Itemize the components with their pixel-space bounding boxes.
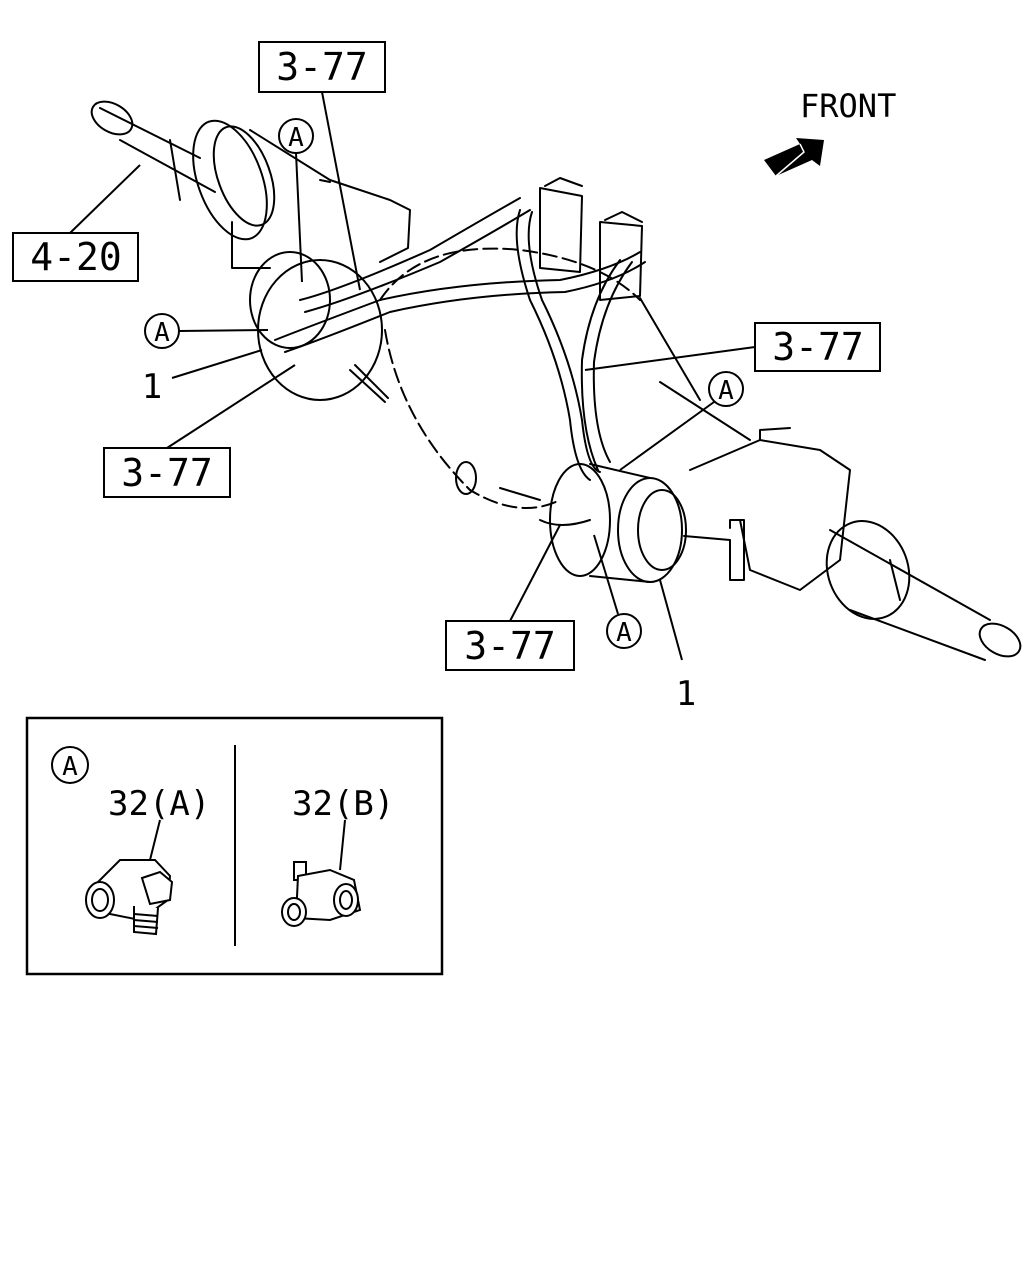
axle-housing-drawing (90, 100, 1022, 661)
ref-label-right: 3-77 (772, 325, 864, 369)
svg-text:A: A (616, 618, 632, 648)
tee-fitting-32b-icon (281, 861, 362, 927)
svg-text:A: A (62, 752, 78, 782)
callout-a-right: A (619, 371, 744, 471)
callout-a-left: A (144, 313, 269, 349)
part-number-left: 1 (142, 367, 162, 407)
ref-label-top: 3-77 (276, 45, 368, 89)
leader-32b (339, 819, 346, 871)
ref-box-bottom (445, 620, 575, 671)
ref-label-left-axle: 4-20 (30, 235, 122, 279)
leader-part-1-left (171, 349, 263, 379)
ref-box-left-axle (12, 232, 139, 282)
svg-text:A: A (154, 318, 170, 348)
ref-label-bottom: 3-77 (464, 624, 556, 668)
callout-a-top: A (278, 118, 314, 283)
inset-marker-a: A (51, 746, 89, 784)
vent-hose-lines (274, 197, 646, 526)
leader-left-lower-ref (166, 364, 296, 449)
elbow-fitting-32a-icon (85, 859, 174, 936)
leader-part-1-right (659, 579, 683, 661)
part-label-32a: 32(A) (108, 784, 210, 824)
front-arrow-icon (764, 138, 824, 177)
leader-top-ref (321, 91, 361, 291)
leader-bottom-ref (509, 524, 561, 622)
ref-box-left-lower (103, 447, 231, 498)
svg-text:A: A (288, 123, 304, 153)
svg-text:A: A (718, 376, 734, 406)
part-number-right: 1 (676, 674, 696, 714)
callout-a-bottom: A (593, 534, 642, 649)
leader-left-axle-ref (69, 164, 141, 234)
part-label-32b: 32(B) (292, 784, 394, 824)
leader-32a (149, 819, 161, 861)
leader-right-ref (584, 346, 756, 371)
ref-label-left-lower: 3-77 (121, 451, 213, 495)
front-label: FRONT (800, 87, 896, 125)
